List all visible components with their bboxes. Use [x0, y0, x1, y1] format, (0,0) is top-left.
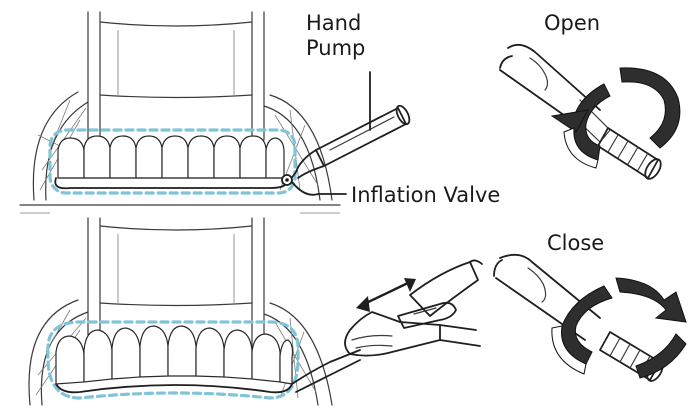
- inflation-valve: [281, 174, 293, 186]
- deflation-tube-edge: [295, 359, 361, 393]
- top-cushion: [48, 128, 297, 195]
- open-valve-fitting: [597, 127, 662, 180]
- close-label: Close: [547, 231, 605, 255]
- bottom-wheelchair: [28, 217, 333, 406]
- hand-pump: [289, 104, 411, 181]
- clockwise-rotation-arrow-icon: [551, 277, 687, 379]
- hand-pump-label-line2: Pump: [306, 36, 366, 60]
- open-label: Open: [544, 11, 601, 35]
- deflation-tube: [291, 349, 361, 385]
- bottom-cushion-highlight: [46, 320, 300, 400]
- inflation-valve-label: Inflation Valve: [351, 183, 501, 207]
- close-valve-closeup: [493, 253, 687, 382]
- inflation-valve-leader-line: [291, 181, 347, 196]
- hand-pump-label-line1: Hand: [306, 11, 362, 35]
- top-cushion-highlight: [48, 128, 297, 195]
- bottom-cushion: [46, 320, 300, 400]
- double-headed-arrow-icon: [356, 278, 416, 312]
- open-valve-closeup: [499, 43, 681, 180]
- hands: [344, 259, 483, 357]
- counter-clockwise-rotation-arrow-icon: [550, 67, 681, 169]
